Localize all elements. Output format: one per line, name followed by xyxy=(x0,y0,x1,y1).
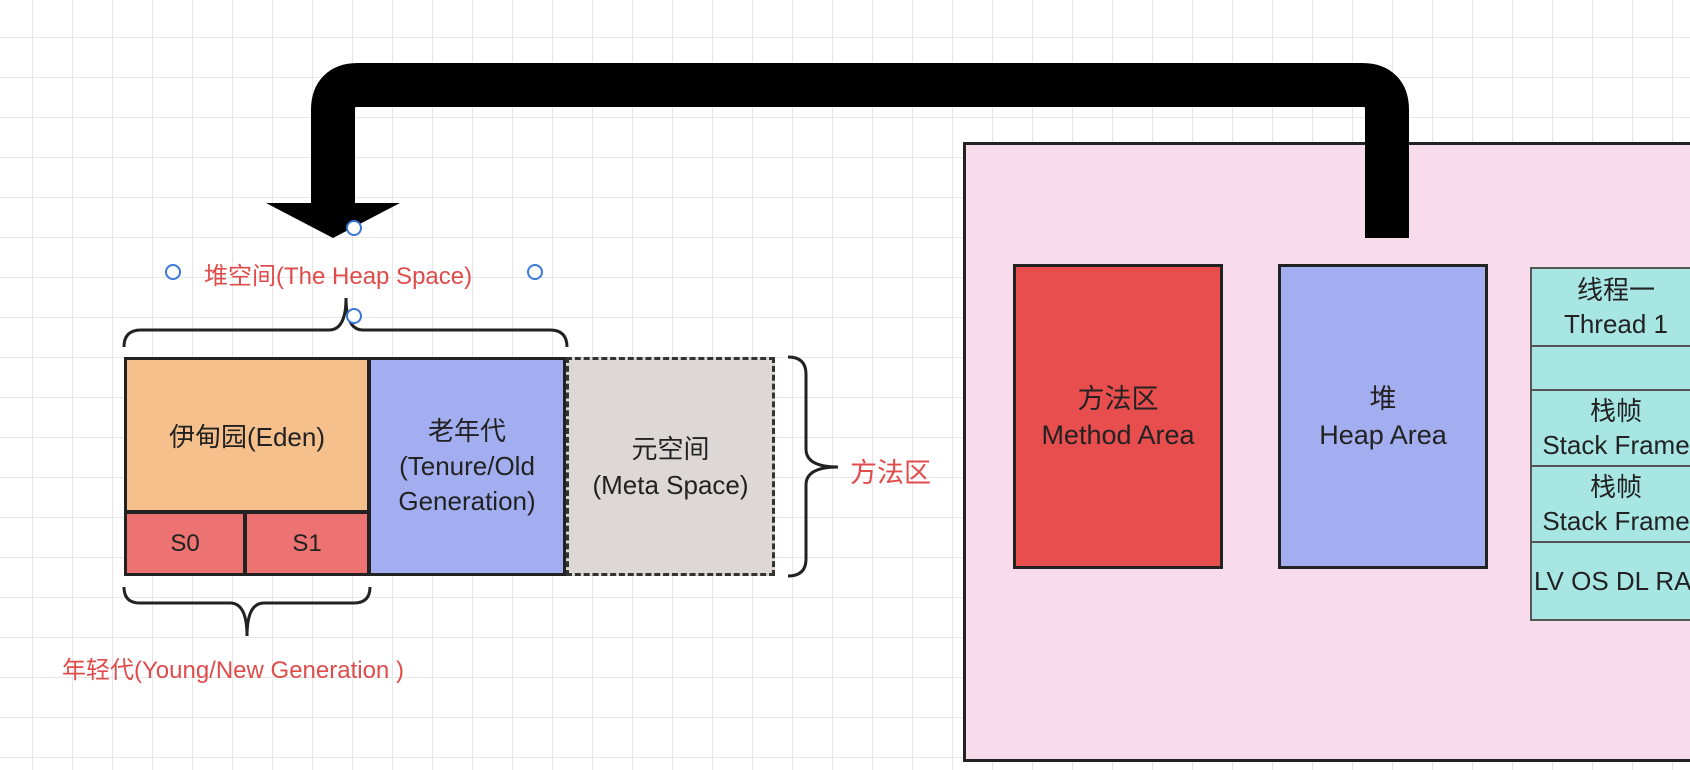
old-gen-title-en-1: (Tenure/Old xyxy=(399,451,535,481)
young-gen-brace xyxy=(122,586,372,637)
old-generation-box[interactable]: 老年代 (Tenure/Old Generation) xyxy=(368,357,566,576)
selection-handle-icon[interactable] xyxy=(527,264,543,280)
method-area-label[interactable]: 方法区 xyxy=(850,458,931,488)
frame-parts-cell[interactable]: LV OS DL RA xyxy=(1530,541,1690,621)
heap-area-title-en: Heap Area xyxy=(1319,419,1447,450)
old-gen-title-cn: 老年代 xyxy=(427,416,506,446)
stack-frame-2-cn: 栈帧 xyxy=(1589,472,1642,502)
stack-frame-1-cn: 栈帧 xyxy=(1589,396,1642,426)
thread-empty-cell[interactable] xyxy=(1530,345,1690,391)
old-gen-title-en-2: Generation) xyxy=(398,486,536,516)
method-area-title-cn: 方法区 xyxy=(1077,383,1159,414)
thread-title-cn: 线程一 xyxy=(1576,275,1655,305)
selection-handle-icon[interactable] xyxy=(346,308,362,324)
eden-label: 伊甸园(Eden) xyxy=(168,421,326,452)
young-gen-label[interactable]: 年轻代(Young/New Generation ) xyxy=(62,657,404,684)
s0-label: S0 xyxy=(170,529,200,557)
heap-area-title-cn: 堆 xyxy=(1369,383,1397,414)
eden-box[interactable]: 伊甸园(Eden) xyxy=(124,357,370,513)
stack-frame-1-en: Stack Frame xyxy=(1542,430,1690,460)
arrow-head-icon xyxy=(266,203,400,238)
frame-parts-text: LV OS DL RA xyxy=(1534,566,1690,596)
stack-frame-2-en: Stack Frame xyxy=(1542,506,1690,536)
heap-space-brace xyxy=(122,297,569,348)
survivor-s1-box[interactable]: S1 xyxy=(244,511,370,576)
method-area-box[interactable]: 方法区 Method Area xyxy=(1013,264,1223,569)
selection-handle-icon[interactable] xyxy=(165,264,181,280)
thread-header-cell[interactable]: 线程一 Thread 1 xyxy=(1530,267,1690,347)
thread-title-en: Thread 1 xyxy=(1563,309,1669,339)
method-area-title-en: Method Area xyxy=(1041,419,1195,450)
s1-label: S1 xyxy=(292,529,322,557)
stack-frame-cell-1[interactable]: 栈帧 Stack Frame xyxy=(1530,389,1690,467)
meta-space-title-cn: 元空间 xyxy=(631,433,710,464)
survivor-s0-box[interactable]: S0 xyxy=(124,511,246,576)
method-area-brace xyxy=(787,355,839,578)
stack-frame-cell-2[interactable]: 栈帧 Stack Frame xyxy=(1530,465,1690,543)
heap-mapping-arrow[interactable] xyxy=(311,63,1409,238)
heap-space-label[interactable]: 堆空间(The Heap Space) xyxy=(204,263,473,290)
meta-space-box[interactable]: 元空间 (Meta Space) xyxy=(566,357,775,576)
meta-space-title-en: (Meta Space) xyxy=(592,469,749,500)
heap-area-box[interactable]: 堆 Heap Area xyxy=(1278,264,1488,569)
selection-handle-icon[interactable] xyxy=(346,220,362,236)
